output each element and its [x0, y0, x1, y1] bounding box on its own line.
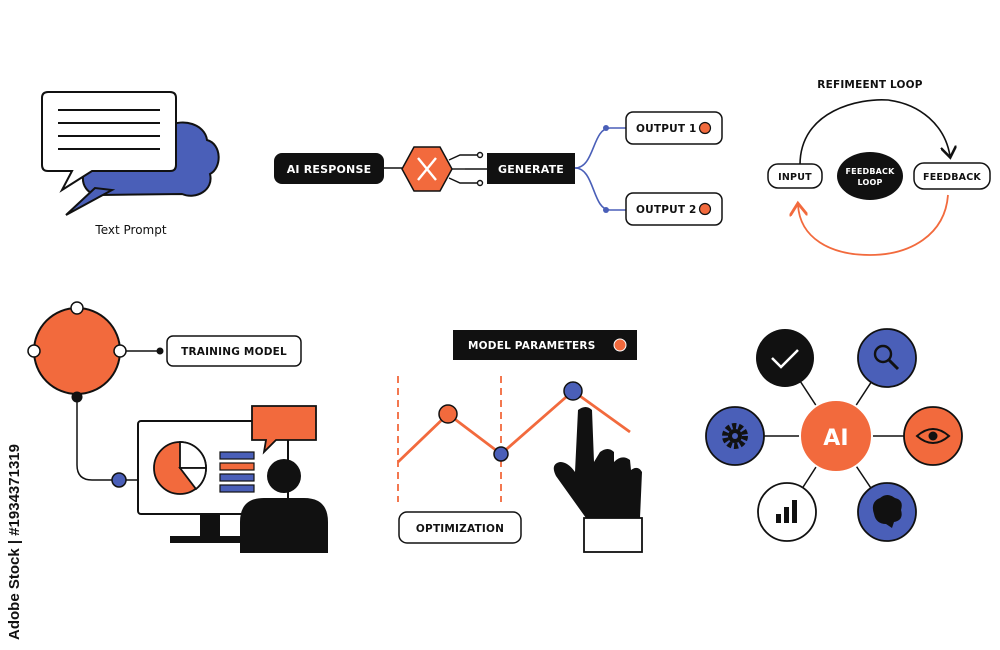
feedback-loop-line1: FEEDBACK — [846, 167, 896, 176]
line-graph-icon — [397, 376, 631, 502]
eye-icon — [903, 406, 963, 466]
brain-icon — [857, 482, 917, 542]
training-model-label: TRAINING MODEL — [181, 346, 287, 358]
gear-icon — [705, 406, 765, 466]
ai-center-label: AI — [823, 426, 849, 451]
output-1-label: OUTPUT 1 — [636, 123, 697, 135]
output-2-indicator — [698, 202, 712, 216]
text-prompt-caption: Text Prompt — [94, 223, 166, 237]
refinement-loop-group: REFIMEENT LOOP INPUT FEEDBACK LOOP FEEDB… — [767, 79, 991, 256]
text-prompt-group: Text Prompt — [41, 91, 220, 237]
check-icon — [756, 329, 814, 387]
optimization-box — [398, 511, 522, 544]
connector-node — [111, 472, 127, 488]
branch-line — [574, 127, 626, 169]
circuit-connector — [448, 151, 488, 187]
chat-bubble-icon — [41, 91, 177, 193]
training-model-group: TRAINING MODEL — [27, 301, 328, 553]
ai-center-node — [799, 399, 873, 473]
input-label: INPUT — [778, 172, 812, 183]
ai-response-label: AI RESPONSE — [287, 163, 372, 176]
loop-arrow-bottom — [798, 194, 949, 256]
bar-chart-icon — [757, 482, 817, 542]
branch-line — [574, 167, 626, 211]
feedback-label: FEEDBACK — [923, 172, 981, 183]
feedback-pill — [913, 162, 991, 190]
optimization-group: MODEL PARAMETERS OPTIMIZATION — [397, 330, 643, 553]
pipeline-group: AI RESPONSE GENERATE OUTPUT 1 OUTPUT 2 — [274, 111, 723, 226]
list-bars — [219, 451, 255, 493]
model-parameters-indicator — [613, 338, 627, 352]
loop-arrow-top — [799, 99, 950, 166]
hexagon-x-icon — [401, 146, 453, 192]
output-1-indicator — [698, 121, 712, 135]
branch-node — [603, 207, 609, 213]
watermark-text: Adobe Stock | #1934371319 — [6, 444, 23, 640]
output-2-box — [625, 192, 723, 226]
pie-chart-icon — [153, 441, 207, 495]
input-pill — [767, 163, 823, 189]
connector-dot — [156, 347, 164, 355]
training-model-box — [166, 335, 302, 367]
network-node-icon — [27, 301, 127, 403]
ai-hub-group: AI — [705, 328, 963, 542]
pointing-hand-icon — [553, 407, 643, 553]
ai-response-box — [274, 153, 384, 184]
search-icon — [857, 328, 917, 388]
connector — [76, 402, 112, 481]
loop-title: REFIMEENT LOOP — [817, 79, 923, 91]
output-2-label: OUTPUT 2 — [636, 204, 697, 216]
branch-node — [603, 125, 609, 131]
generate-box — [487, 153, 575, 184]
bubble-tail-blue — [65, 186, 116, 216]
speech-bubble-icon — [251, 405, 317, 455]
model-parameters-label: MODEL PARAMETERS — [468, 340, 595, 352]
output-1-box — [625, 111, 723, 145]
generate-label: GENERATE — [498, 163, 564, 176]
person-icon — [240, 459, 328, 553]
model-parameters-box — [453, 330, 637, 360]
optimization-label: OPTIMIZATION — [416, 523, 504, 535]
feedback-loop-line2: LOOP — [857, 178, 882, 187]
feedback-loop-node — [837, 152, 903, 200]
